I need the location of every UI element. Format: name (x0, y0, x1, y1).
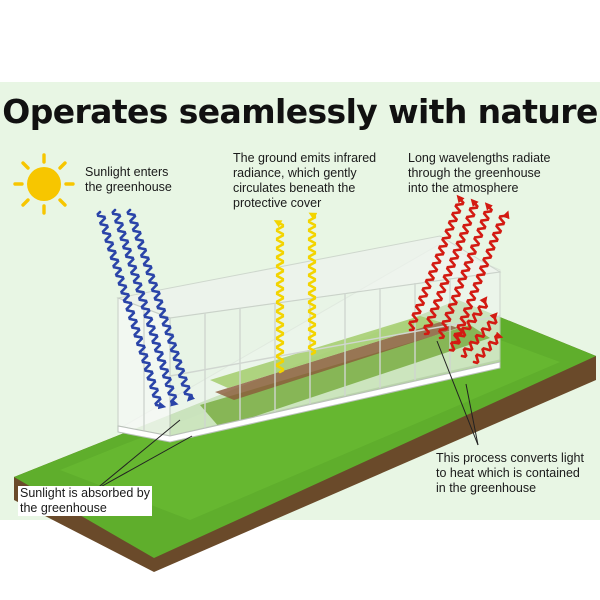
infrared-ray-1 (273, 220, 285, 374)
long-wave-ray-2 (423, 198, 479, 336)
caption-long-wavelengths: Long wavelengths radiate through the gre… (408, 151, 551, 195)
sunlight-ray-1 (96, 210, 167, 410)
long-wave-ray-1 (408, 194, 465, 332)
sunlight-ray-3 (126, 208, 196, 402)
long-wave-ray-3 (437, 202, 494, 340)
long-wave-ray-6 (460, 312, 498, 359)
long-wave-ray-5 (448, 296, 489, 352)
caption-sunlight-enters: Sunlight enters the greenhouse (85, 165, 172, 194)
infrared-rays (273, 212, 318, 374)
sunlight-rays (96, 208, 196, 410)
diagram-title: Operates seamlessly with nature (2, 92, 598, 131)
infrared-ray-2 (307, 212, 318, 356)
long-wave-rays (408, 194, 510, 365)
pointer-lines (94, 340, 479, 491)
caption-ground-emits: The ground emits infrared radiance, whic… (233, 151, 377, 210)
sun-icon (13, 153, 75, 215)
caption-sunlight-absorbed: Sunlight is absorbed by the greenhouse (18, 486, 152, 516)
long-wave-ray-7 (472, 331, 504, 365)
caption-process: This process converts light to heat whic… (436, 451, 584, 495)
long-wave-ray-4 (453, 210, 510, 344)
sunlight-ray-2 (111, 208, 179, 407)
